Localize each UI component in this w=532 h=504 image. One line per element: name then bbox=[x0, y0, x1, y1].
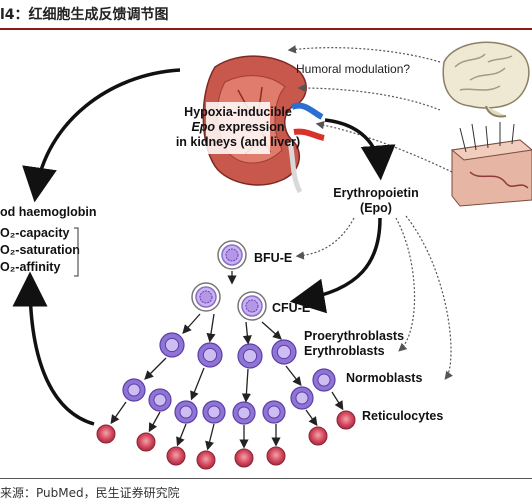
reticulocyte-cell bbox=[234, 448, 254, 468]
reticulocyte-cell bbox=[196, 450, 216, 470]
cfu-split-arrow-4 bbox=[261, 321, 282, 340]
epo-label-line1: Erythropoietin bbox=[333, 186, 418, 200]
skin-section-icon bbox=[450, 122, 532, 207]
normoblast-cell bbox=[174, 400, 198, 424]
hypoxia-epo-word: Epo bbox=[191, 120, 215, 134]
title-rule bbox=[0, 28, 532, 30]
bfu-e-cell bbox=[217, 240, 247, 270]
cfu-split-arrow-2 bbox=[206, 313, 216, 343]
brain-kidney-arrow bbox=[297, 83, 441, 111]
pro-to-normo-arrow-3 bbox=[241, 368, 251, 403]
cfu-split-arrow-3 bbox=[242, 321, 252, 345]
cfu-e-label: CFU-E bbox=[272, 301, 310, 315]
normoblast-cell bbox=[122, 378, 146, 402]
oxygen-bracket bbox=[74, 227, 79, 277]
pro-to-normo-arrow-4 bbox=[285, 365, 302, 387]
hypoxia-label-line3: in kidneys (and liver) bbox=[176, 135, 300, 149]
reticulocyte-cell bbox=[336, 410, 356, 430]
epo-to-proerythroblasts-arrow bbox=[395, 217, 416, 352]
normo-to-retic-arrow-2 bbox=[148, 411, 161, 433]
cell-lineage-group bbox=[96, 240, 356, 470]
epo-label-line2: (Epo) bbox=[360, 201, 392, 215]
reticulocyte-cell bbox=[166, 446, 186, 466]
normoblast-cell bbox=[202, 400, 226, 424]
source-rule bbox=[0, 478, 532, 479]
humoral-brain-arrow bbox=[287, 45, 441, 63]
proerythroblast-cell bbox=[159, 332, 185, 358]
epo-to-normoblasts-arrow bbox=[405, 215, 453, 380]
reticulocyte-cell bbox=[308, 426, 328, 446]
proerythroblast-cell bbox=[271, 339, 297, 365]
bfu-e-label: BFU-E bbox=[254, 251, 292, 265]
normoblast-cell bbox=[232, 401, 256, 425]
o2-capacity-label: O₂-capacity bbox=[0, 226, 70, 240]
reticulocyte-cell bbox=[266, 446, 286, 466]
o2-affinity-label: O₂-affinity bbox=[0, 260, 60, 274]
cfu-split-arrow-1 bbox=[182, 313, 201, 334]
normoblast-cell bbox=[148, 388, 172, 412]
reticulocyte-cell bbox=[136, 432, 156, 452]
normoblast-cell bbox=[290, 386, 314, 410]
feedback-arrow-top bbox=[22, 68, 181, 203]
pro-to-normo-arrow-1 bbox=[144, 357, 167, 380]
reticulocyte-cell bbox=[96, 424, 116, 444]
source-note: ⁠来源：PubMed，民生证券研究院 bbox=[0, 486, 180, 500]
normo-to-retic-arrow-1 bbox=[110, 401, 127, 425]
normo-to-retic-arrow-7 bbox=[305, 409, 318, 427]
normoblast-cell bbox=[262, 400, 286, 424]
epo-to-cfu-arrow bbox=[289, 217, 382, 314]
erythropoiesis-feedback-diagram: Hypoxia-inducible Epo expression in kidn… bbox=[0, 41, 532, 470]
cfu-e-cell-1 bbox=[191, 282, 221, 312]
figure-title: l4：红细胞生成反馈调节图 bbox=[0, 7, 169, 23]
proerythroblasts-label: Proerythroblasts bbox=[304, 329, 404, 343]
erythroblasts-label: Erythroblasts bbox=[304, 344, 385, 358]
hypoxia-label-line2: Epo expression bbox=[191, 120, 284, 134]
proerythroblast-cell bbox=[197, 342, 223, 368]
hypoxia-label-line1: Hypoxia-inducible bbox=[184, 105, 292, 119]
o2-saturation-label: O₂-saturation bbox=[0, 243, 80, 257]
kidney-icon bbox=[202, 55, 325, 194]
pro-to-normo-arrow-2 bbox=[190, 367, 205, 401]
normo-to-retic-arrow-4 bbox=[205, 423, 215, 451]
humoral-modulation-label: Humoral modulation? bbox=[296, 62, 410, 76]
cfu-e-cell-2 bbox=[237, 291, 267, 321]
reticulocytes-label: Reticulocytes bbox=[362, 409, 443, 423]
epo-to-bfu-arrow bbox=[295, 217, 355, 260]
skin-kidney-arrow bbox=[315, 120, 453, 173]
feedback-arrow-bottom bbox=[12, 271, 95, 426]
normo-to-retic-arrow-8 bbox=[331, 391, 344, 411]
proerythroblast-cell bbox=[237, 343, 263, 369]
normoblasts-label: Normoblasts bbox=[346, 371, 422, 385]
normo-to-retic-arrow-3 bbox=[176, 423, 187, 447]
kidney-to-epo-arrow bbox=[324, 118, 396, 181]
hypoxia-expression-word: expression bbox=[215, 120, 284, 134]
blood-haemoglobin-label: od haemoglobin bbox=[0, 205, 97, 219]
normoblast-cell bbox=[312, 368, 336, 392]
brain-icon bbox=[442, 41, 530, 118]
